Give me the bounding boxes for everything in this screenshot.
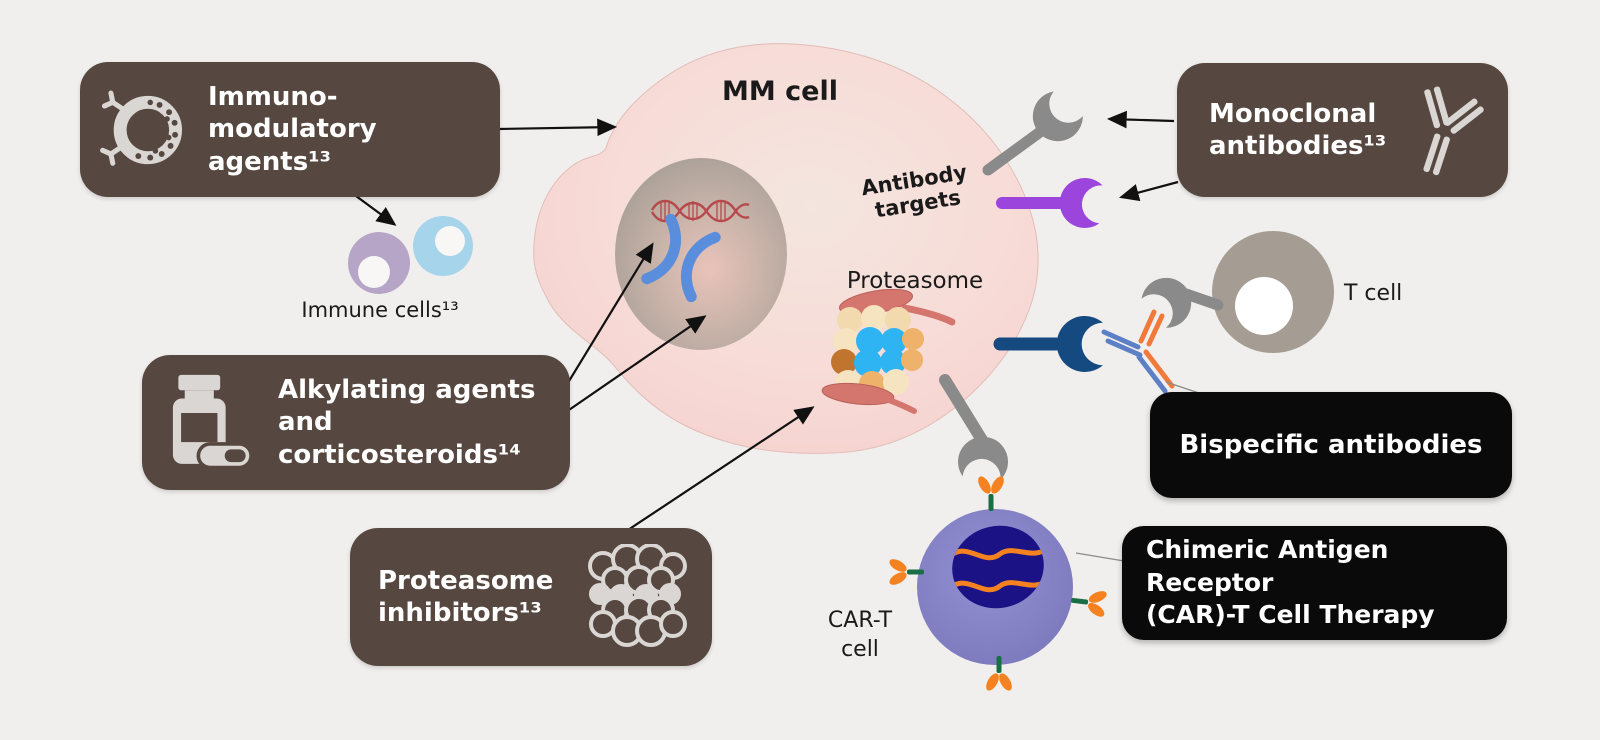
alkylating-agents-box: Alkylating agents and corticosteroids¹⁴ <box>142 355 570 490</box>
t-cell-shape <box>1212 231 1334 353</box>
bispecific-antibodies-box: Bispecific antibodies <box>1150 392 1512 498</box>
immune-cell-icon <box>100 90 182 166</box>
proteasome-icon <box>821 288 956 414</box>
t-cell-receptor <box>1137 267 1224 333</box>
arrow-immuno-to-cell <box>497 118 618 137</box>
arrow-inhibitor-to-proteasome <box>627 406 815 531</box>
car-t-receptor-top <box>975 474 1007 511</box>
mm-cell-nucleus <box>615 158 787 350</box>
bispecific-antibody-icon <box>1101 309 1175 394</box>
monoclonal-box-line2: antibodies¹³ <box>1209 131 1387 161</box>
arrow-alkylating-to-nucleus-1 <box>565 242 654 387</box>
immuno-modulatory-agents-box: Immuno-modulatory agents¹³ <box>80 62 500 197</box>
car-t-cell-shape <box>887 474 1110 693</box>
arrow-monoclonal-to-gray-target <box>1106 110 1175 129</box>
arrow-monoclonal-to-purple-target <box>1119 180 1179 202</box>
car-t-receptor-right <box>1069 584 1110 620</box>
monoclonal-antibodies-box: Monoclonal antibodies¹³ <box>1177 63 1508 197</box>
proteasome-inhibitors-box: Proteasome inhibitors¹³ <box>350 528 712 666</box>
monoclonal-box-line1: Monoclonal <box>1209 98 1377 129</box>
immune-cells-label: Immune cells¹³ <box>301 298 459 322</box>
arrow-alkylating-to-nucleus-2 <box>565 315 707 413</box>
receptor-gray-bottom <box>939 374 1011 481</box>
immuno-box-line2: agents¹³ <box>208 146 331 177</box>
antibody-target-receptor-purple <box>996 175 1104 230</box>
bispecific-box-label: Bispecific antibodies <box>1179 430 1483 460</box>
immune-cell-blue <box>413 216 473 276</box>
immune-cell-purple <box>348 232 410 294</box>
proteasome-cluster-icon <box>588 544 687 647</box>
immuno-box-line1: Immuno-modulatory <box>208 82 377 145</box>
chromosome-icon <box>641 213 721 303</box>
t-cell-label: T cell <box>1344 281 1403 306</box>
alkylating-box-line2: and corticosteroids¹⁴ <box>278 407 521 470</box>
proteasome-box-line2: inhibitors¹³ <box>378 598 542 628</box>
connector-car-t-box <box>1075 552 1131 563</box>
car-t-therapy-box: Chimeric Antigen Receptor (CAR)-T Cell T… <box>1122 526 1507 640</box>
proteasome-label: Proteasome <box>846 268 984 294</box>
pill-bottle-icon <box>172 374 253 469</box>
car-t-box-line2: (CAR)-T Cell Therapy <box>1146 600 1435 630</box>
car-t-box-line1: Chimeric Antigen Receptor <box>1146 535 1389 597</box>
car-t-cell-label: CAR-T cell <box>827 608 893 662</box>
mm-cell-label: MM cell <box>722 76 838 107</box>
antibody-y-icon <box>1423 86 1484 176</box>
antibody-target-receptor-gray <box>982 87 1088 176</box>
arrow-immuno-to-immune-cells <box>355 195 397 226</box>
receptor-navy <box>993 316 1103 372</box>
alkylating-box-line1: Alkylating agents <box>278 375 536 406</box>
proteasome-box-line1: Proteasome <box>378 565 554 596</box>
